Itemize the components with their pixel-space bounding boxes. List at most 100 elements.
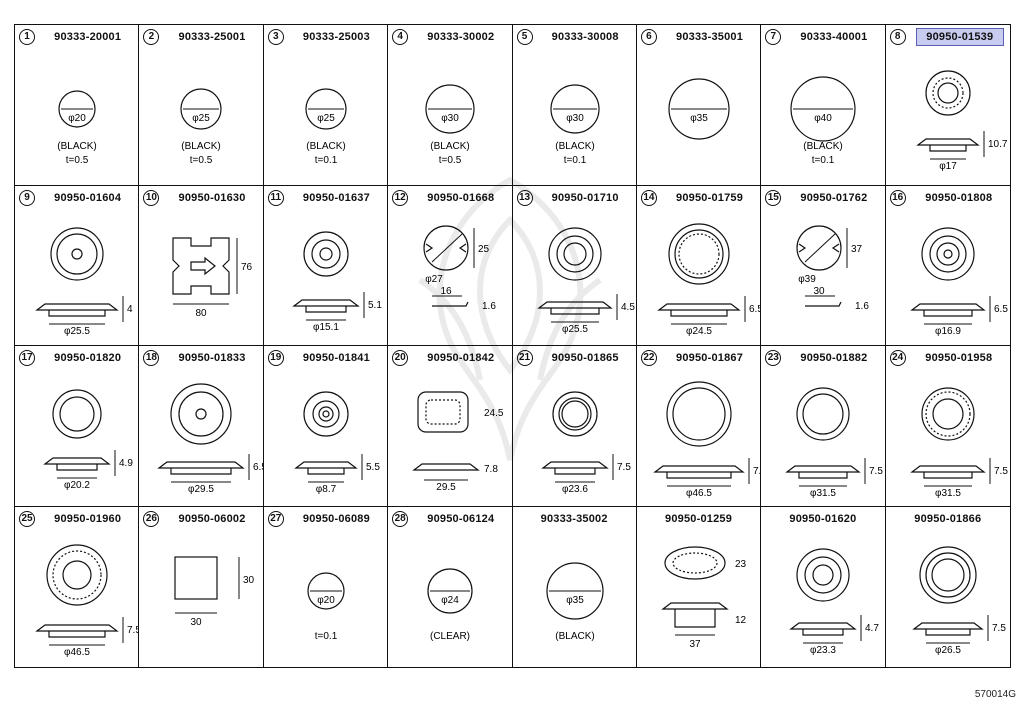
- index-badge: 14: [640, 189, 657, 206]
- part-number[interactable]: 90950-01808: [925, 191, 993, 204]
- diameter-label: φ27: [425, 274, 443, 285]
- part-number[interactable]: 90950-01833: [178, 352, 246, 364]
- part-number[interactable]: 90950-06124: [427, 512, 495, 525]
- part-number[interactable]: 90950-01710: [551, 191, 619, 204]
- rectangular-grommet-inner: [425, 399, 461, 425]
- part-drawing: φ23.67.5: [540, 391, 631, 495]
- index-badge: 28: [392, 510, 409, 527]
- part-number[interactable]: 90333-30002: [427, 31, 495, 43]
- part-number[interactable]: 90950-01867: [676, 352, 744, 364]
- part-number[interactable]: 90950-01958: [925, 352, 993, 364]
- part-number[interactable]: 90333-35001: [676, 31, 744, 43]
- height-label: 7.5: [994, 466, 1008, 477]
- diameter-label: φ8.7: [316, 484, 337, 495]
- grommet-ring: [71, 247, 83, 260]
- part-number[interactable]: 90950-01865: [551, 352, 619, 364]
- clip-notch: [425, 243, 434, 252]
- part-drawing: φ31.57.5: [785, 387, 884, 499]
- grommet-ring: [319, 246, 333, 261]
- part-number[interactable]: 90950-01668: [427, 191, 495, 204]
- grommet-ring: [195, 408, 207, 420]
- part-number[interactable]: 90333-20001: [54, 31, 122, 43]
- clip-notch: [832, 243, 840, 252]
- part-number[interactable]: 90950-01842: [427, 352, 495, 364]
- grommet-profile: [35, 623, 119, 632]
- grommet-ring: [170, 383, 232, 445]
- part-header: 90950-01259: [637, 507, 760, 531]
- grommet-profile-neck: [549, 307, 600, 315]
- grommet-ring: [666, 381, 732, 447]
- color-note: (BLACK): [306, 141, 345, 152]
- part-number[interactable]: 90950-01762: [800, 191, 868, 204]
- plug-outline: [425, 84, 475, 134]
- part-number[interactable]: 90950-01882: [800, 352, 868, 364]
- height-label: 4.7: [865, 623, 879, 634]
- height-label: 5.5: [366, 462, 380, 473]
- index-badge: 6: [640, 29, 657, 45]
- grommet-profile-neck: [48, 630, 106, 638]
- part-drawing: φ29.56.5: [157, 383, 263, 495]
- plug-outline: [545, 561, 604, 620]
- part-number[interactable]: 90950-01841: [302, 352, 370, 364]
- diameter-label: φ46.5: [64, 647, 90, 658]
- index-badge: 15: [765, 189, 782, 206]
- part-number[interactable]: 90950-01620: [789, 512, 857, 525]
- part-number[interactable]: 90333-40001: [800, 31, 868, 43]
- thickness-note: t=0.1: [314, 155, 337, 166]
- part-header: 15 90950-01762: [761, 186, 884, 210]
- height-label: 4.9: [119, 458, 133, 469]
- part-drawing: φ24.56.5: [657, 222, 760, 337]
- part-number[interactable]: 90950-01637: [302, 191, 370, 204]
- grommet-ring: [802, 393, 844, 435]
- height-label: 7.5: [869, 466, 883, 477]
- diameter-label: φ17: [939, 161, 957, 172]
- part-number[interactable]: 90950-01820: [54, 352, 122, 364]
- part-number[interactable]: 90950-01630: [178, 191, 246, 204]
- part-number[interactable]: 90950-01866: [914, 512, 982, 525]
- part-drawing: φ30(BLACK)t=0.1: [549, 84, 600, 166]
- diameter-label: φ25: [193, 113, 211, 124]
- plug-outline: [305, 88, 347, 130]
- index-badge: 24: [889, 350, 906, 366]
- part-number-selected[interactable]: 90950-01539: [915, 28, 1004, 46]
- grommet-ring: [925, 391, 971, 437]
- grommet-ring: [46, 543, 108, 606]
- grommet-profile-neck: [553, 468, 596, 475]
- grommet-ring: [812, 563, 834, 586]
- height-label: 4: [127, 304, 133, 315]
- part-drawing: φ46.57.5: [653, 381, 760, 499]
- index-badge: 27: [267, 510, 284, 527]
- color-note: (BLACK): [804, 141, 843, 152]
- part-number[interactable]: 90950-06002: [178, 512, 246, 525]
- part-number[interactable]: 90950-01960: [54, 512, 122, 525]
- plug-outline: [549, 84, 600, 134]
- diameter-label: φ29.5: [188, 484, 214, 495]
- part-number[interactable]: 90950-06089: [302, 512, 370, 525]
- grommet-ring: [932, 77, 964, 109]
- part-drawing: φ35(BLACK): [545, 561, 604, 642]
- plug-outline: [427, 567, 473, 614]
- part-number[interactable]: 90333-35002: [540, 512, 608, 525]
- grommet-ring: [921, 387, 975, 441]
- part-number[interactable]: 90333-25001: [178, 31, 246, 43]
- rectangular-plug-outline: [172, 236, 230, 295]
- height-label: 25: [478, 244, 490, 255]
- part-number[interactable]: 90333-30008: [551, 31, 619, 43]
- grommet-profile-neck: [802, 628, 844, 636]
- part-number[interactable]: 90950-01259: [665, 512, 733, 525]
- part-number[interactable]: 90950-01759: [676, 191, 744, 204]
- grommet-ring: [62, 559, 92, 590]
- part-number[interactable]: 90333-25003: [302, 31, 370, 43]
- index-badge: 8: [889, 29, 906, 45]
- part-number[interactable]: 90950-01604: [54, 191, 122, 204]
